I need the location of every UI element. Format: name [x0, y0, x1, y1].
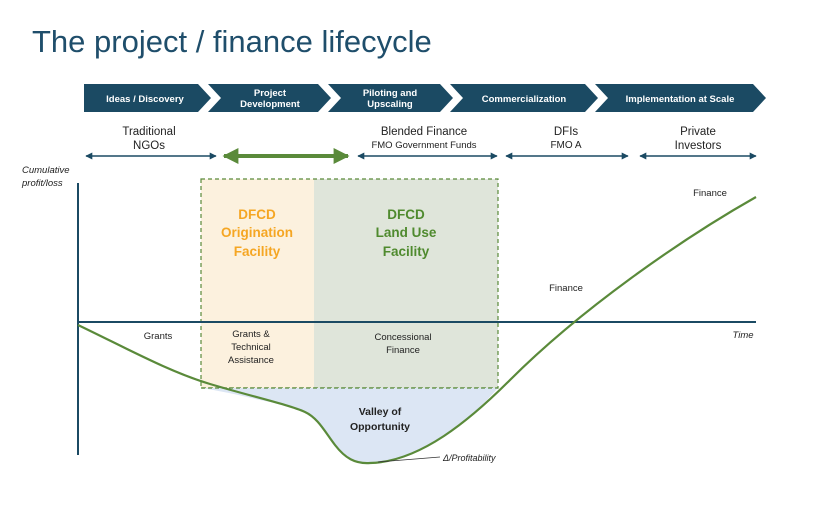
- annotation-finance-mid: Finance: [549, 283, 583, 294]
- annotation-grants-ta-line1: Grants &: [232, 329, 270, 340]
- annotation-profitability: Δ/Profitability: [442, 453, 496, 463]
- landuse-facility-box: [314, 179, 498, 388]
- annotation-grants-ta-line2: Technical: [231, 342, 271, 353]
- annotation-concessional-line2: Finance: [386, 345, 420, 356]
- funder-labels: Traditional NGOs Blended Finance FMO Gov…: [122, 126, 721, 152]
- landuse-label-line1: DFCD: [387, 207, 425, 222]
- stage-chevron-implementation: [595, 84, 766, 112]
- stage-label-piloting-line2: Upscaling: [367, 99, 413, 110]
- funder-private-line2: Investors: [675, 140, 722, 152]
- profitability-pointer: [377, 456, 441, 463]
- origination-label-line3: Facility: [234, 244, 281, 259]
- origination-facility-box: [201, 179, 314, 388]
- y-axis-label-line2: profit/loss: [21, 178, 63, 189]
- stage-chevron-piloting: [328, 84, 453, 112]
- page-title: The project / finance lifecycle: [32, 24, 432, 59]
- stage-label-project-line1: Project: [254, 88, 287, 99]
- funder-ngos-line1: Traditional: [122, 126, 175, 138]
- landuse-label-line2: Land Use: [376, 225, 437, 240]
- stage-label-ideas: Ideas / Discovery: [106, 94, 184, 105]
- stage-label-piloting-line1: Piloting and: [363, 88, 418, 99]
- annotation-finance-top: Finance: [693, 188, 727, 199]
- stage-label-project-line2: Development: [240, 99, 300, 110]
- stage-chevron-commercialization: [450, 84, 598, 112]
- stage-label-commercialization: Commercialization: [482, 94, 567, 105]
- origination-label-line2: Origination: [221, 225, 293, 240]
- annotation-grants-ta-line3: Assistance: [228, 355, 274, 366]
- funder-dfis-line1: DFIs: [554, 126, 579, 138]
- cumulative-profit-curve: [77, 196, 757, 465]
- stage-label-implementation: Implementation at Scale: [626, 94, 735, 105]
- funder-dfis-line2: FMO A: [550, 140, 581, 151]
- stage-chevron-project-development: [208, 84, 331, 112]
- valley-label-line1: Valley of: [359, 406, 402, 418]
- funder-blended-line2: FMO Government Funds: [371, 140, 476, 151]
- stage-chevrons: Ideas / Discovery Project Development Pi…: [84, 84, 766, 112]
- valley-fill: [201, 388, 498, 463]
- funder-ngos-line2: NGOs: [133, 140, 165, 152]
- funder-blended-line1: Blended Finance: [381, 126, 467, 138]
- annotation-concessional-line1: Concessional: [374, 332, 431, 343]
- stage-chevron-ideas: [84, 84, 211, 112]
- origination-label-line1: DFCD: [238, 207, 276, 222]
- valley-label-line2: Opportunity: [350, 421, 410, 433]
- funder-private-line1: Private: [680, 126, 716, 138]
- landuse-label-line3: Facility: [383, 244, 430, 259]
- x-axis-label: Time: [732, 330, 753, 341]
- y-axis-label-line1: Cumulative: [22, 165, 70, 176]
- annotation-grants: Grants: [144, 331, 173, 342]
